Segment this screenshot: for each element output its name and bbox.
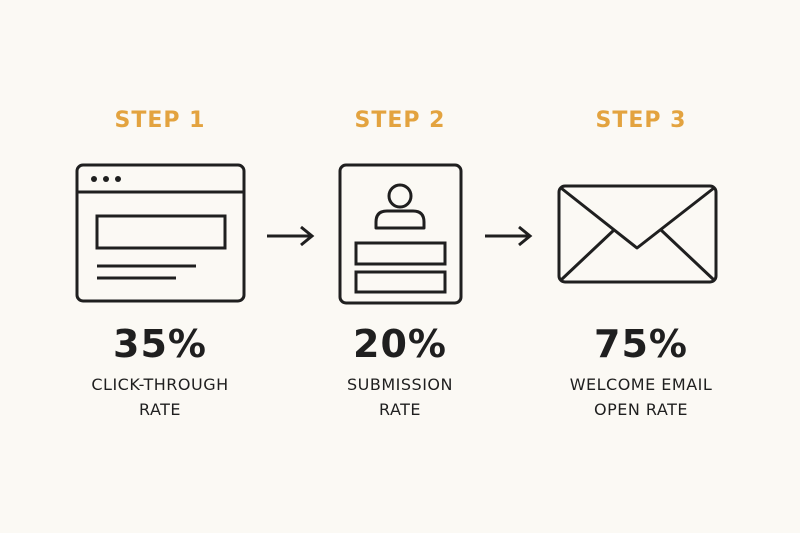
stat-caption: SUBMISSION RATE — [290, 372, 510, 422]
stat-caption-line: RATE — [138, 400, 182, 419]
stat-caption-line: SUBMISSION — [347, 375, 453, 394]
step-1: STEP 1 35% CLICK-THROUGH RATE — [50, 0, 270, 533]
step-3: STEP 3 75% WELCOME EMAIL OPEN RATE — [531, 0, 751, 533]
stat-value: 20% — [353, 322, 447, 366]
step-2: STEP 2 20% SUBMISSION RATE — [290, 0, 510, 533]
stat-caption-line: WELCOME EMAIL — [569, 375, 713, 394]
step-label: STEP 3 — [595, 108, 687, 133]
signup-form-icon — [290, 160, 510, 310]
arrow-right-icon — [482, 222, 534, 250]
step-label: STEP 1 — [114, 108, 206, 133]
step-label: STEP 2 — [354, 108, 446, 133]
stat-value: 75% — [594, 322, 688, 366]
stat-caption-line: RATE — [378, 400, 422, 419]
stat-value: 35% — [113, 322, 207, 366]
stat-caption: CLICK-THROUGH RATE — [50, 372, 270, 422]
arrow-right-icon — [264, 222, 316, 250]
envelope-icon — [531, 160, 751, 310]
stat-caption: WELCOME EMAIL OPEN RATE — [531, 372, 751, 422]
browser-window-icon — [50, 160, 270, 310]
stat-caption-line: CLICK-THROUGH — [91, 375, 229, 394]
stat-caption-line: OPEN RATE — [594, 400, 688, 419]
